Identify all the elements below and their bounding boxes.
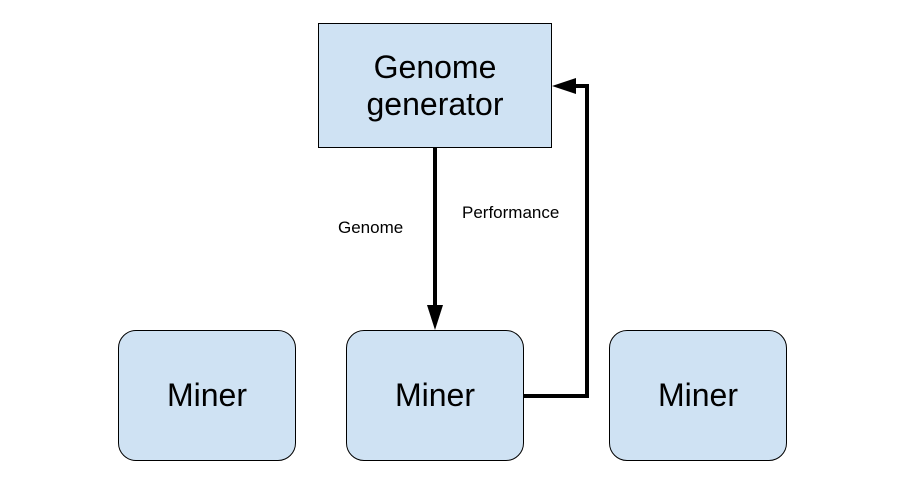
genome-edge-label: Genome bbox=[338, 218, 404, 237]
miner-box-left: Miner bbox=[118, 330, 296, 461]
miner-box-right: Miner bbox=[609, 330, 787, 461]
performance-edge-label: Performance bbox=[462, 203, 560, 222]
performance-arrow bbox=[524, 84, 589, 398]
genome-generator-box: Genome generator bbox=[318, 23, 552, 148]
genome-arrowhead bbox=[427, 305, 443, 330]
miner-box-center: Miner bbox=[346, 330, 524, 461]
performance-arrowhead bbox=[552, 78, 576, 94]
